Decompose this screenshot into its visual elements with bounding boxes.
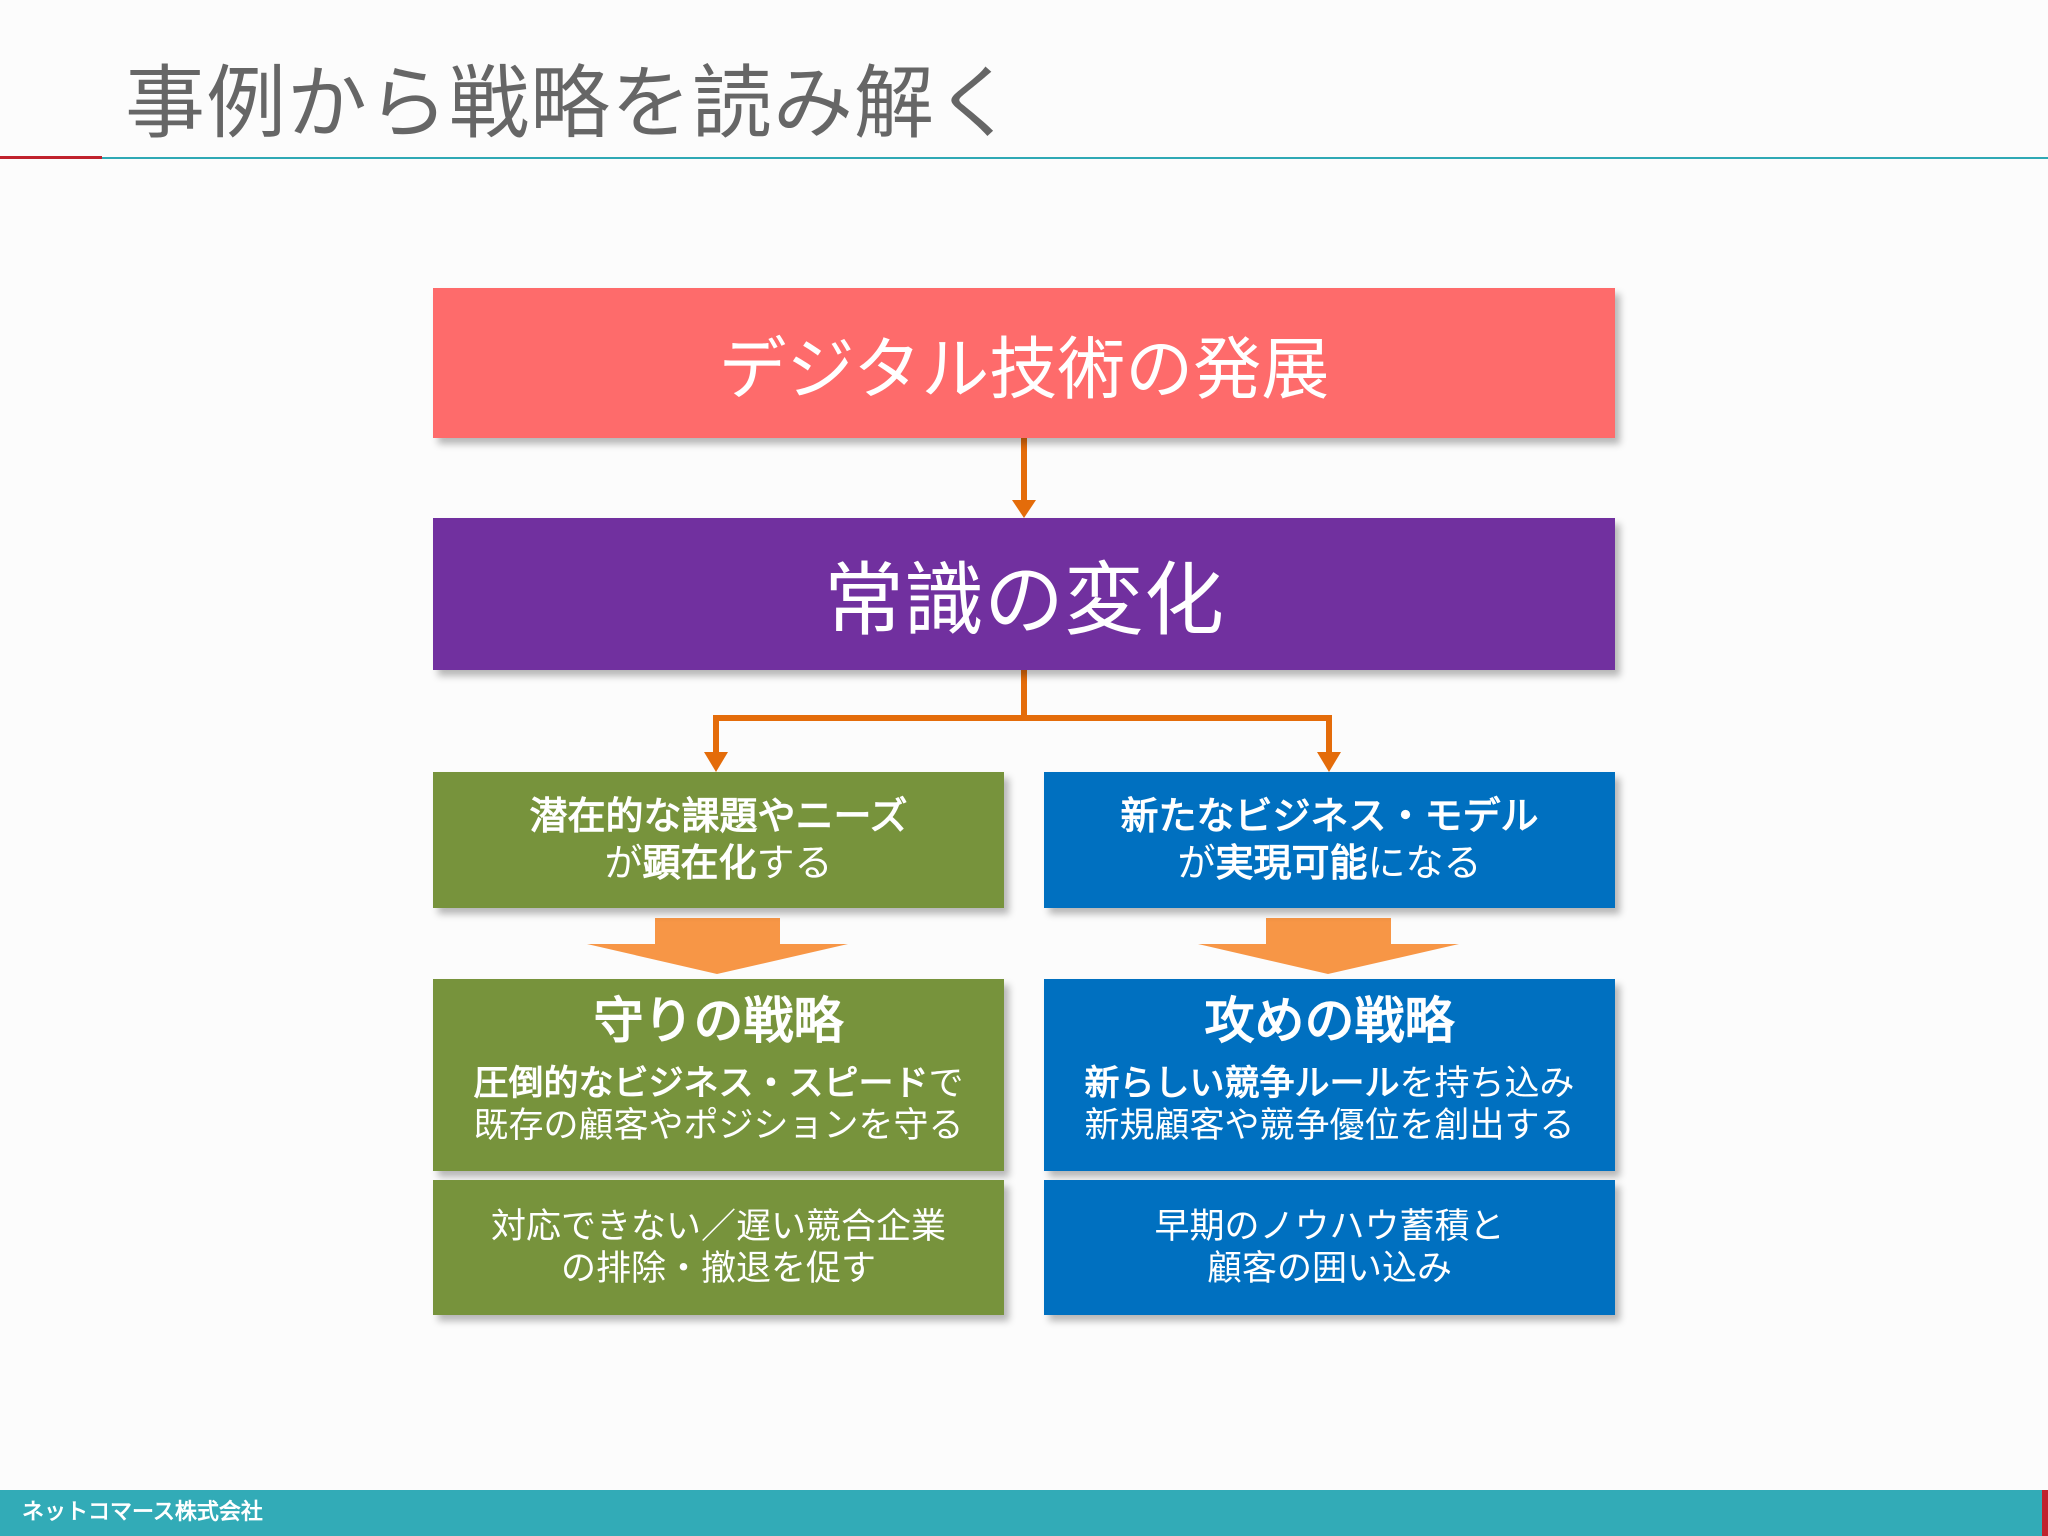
digital-tech-box: デジタル技術の発展	[433, 288, 1615, 438]
defensive-strategy-line2: 既存の顧客やポジションを守る	[473, 1106, 964, 1146]
page-title: 事例から戦略を読み解く	[125, 57, 1016, 150]
defensive-result-line2: の排除・撤退を促す	[560, 1248, 876, 1289]
arrowhead-right	[1317, 752, 1341, 772]
connector-branch	[713, 715, 1332, 754]
right-cause-line2: が実現可能になる	[1177, 841, 1482, 885]
block-arrow-right	[1198, 918, 1459, 974]
defensive-result-line1: 対応できない／遅い競合企業	[490, 1206, 946, 1247]
defensive-strategy-title: 守りの戦略	[593, 992, 844, 1050]
left-cause-box: 潜在的な課題やニーズ が顕在化する	[433, 772, 1004, 908]
right-cause-line1: 新たなビジネス・モデル	[1120, 793, 1539, 838]
defensive-strategy-box: 守りの戦略 圧倒的なビジネス・スピードで 既存の顧客やポジションを守る	[433, 979, 1004, 1171]
left-cause-line1: 潜在的な課題やニーズ	[529, 793, 908, 838]
offensive-strategy-title: 攻めの戦略	[1204, 992, 1455, 1050]
right-cause-box: 新たなビジネス・モデル が実現可能になる	[1044, 772, 1615, 908]
footer-bar	[0, 1490, 2048, 1536]
title-underline	[102, 157, 2048, 159]
arrowhead-left	[704, 752, 728, 772]
block-arrow-left	[587, 918, 848, 974]
offensive-result-box: 早期のノウハウ蓄積と 顧客の囲い込み	[1044, 1180, 1615, 1315]
offensive-strategy-box: 攻めの戦略 新らしい競争ルールを持ち込み 新規顧客や競争優位を創出する	[1044, 979, 1615, 1171]
arrowhead-middle	[1012, 500, 1036, 518]
offensive-result-line2: 顧客の囲い込み	[1206, 1248, 1452, 1289]
company-name: ネットコマース株式会社	[22, 1500, 263, 1525]
footer-accent	[2042, 1490, 2048, 1536]
title-underline-accent	[0, 156, 102, 159]
common-sense-change-box: 常識の変化	[433, 518, 1615, 670]
defensive-result-box: 対応できない／遅い競合企業 の排除・撤退を促す	[433, 1180, 1004, 1315]
offensive-result-line1: 早期のノウハウ蓄積と	[1154, 1206, 1505, 1247]
offensive-strategy-line1: 新らしい競争ルールを持ち込み	[1084, 1064, 1575, 1104]
offensive-strategy-line2: 新規顧客や競争優位を創出する	[1084, 1106, 1575, 1146]
left-cause-line2: が顕在化する	[604, 841, 833, 885]
defensive-strategy-line1: 圧倒的なビジネス・スピードで	[473, 1064, 964, 1104]
